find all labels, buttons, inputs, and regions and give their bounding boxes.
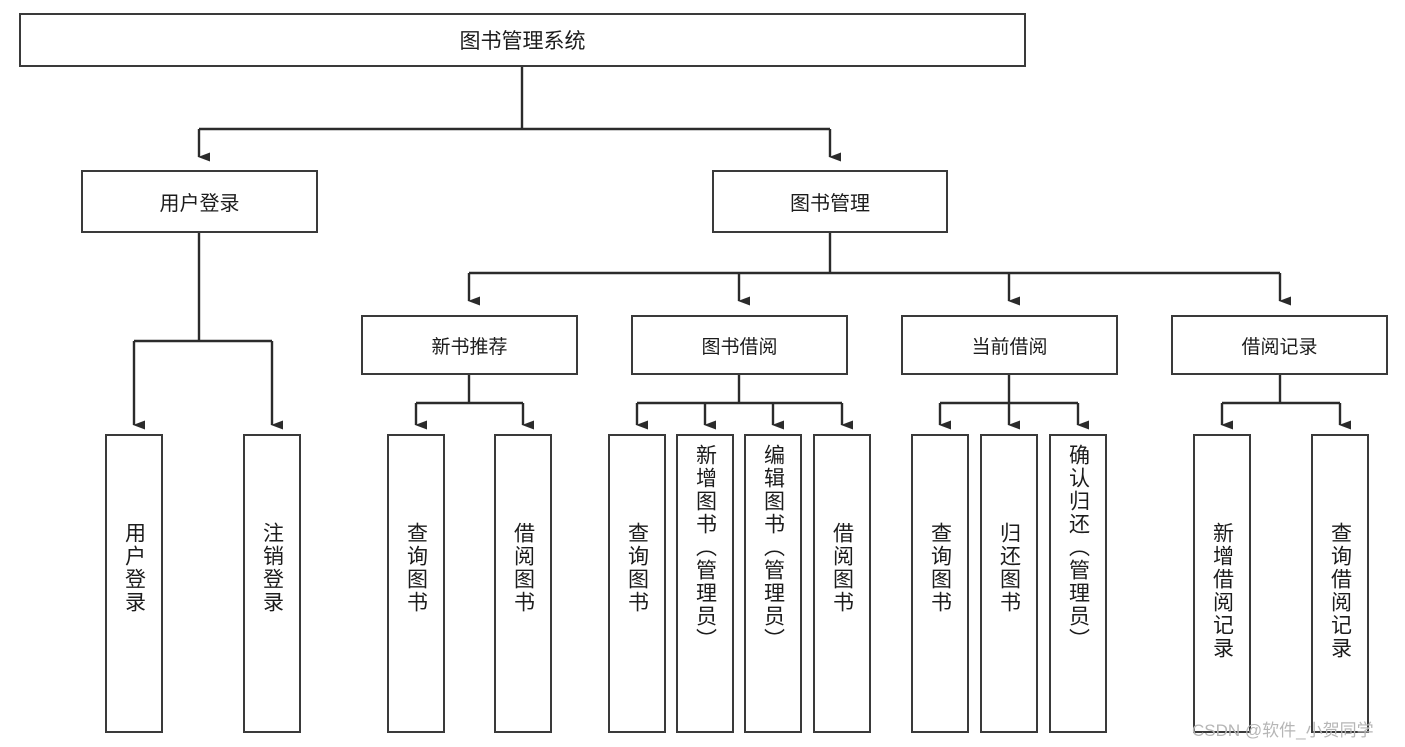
leaf-user-login-signout[interactable]: 注销登录 <box>243 434 301 733</box>
node-new-book-recommend[interactable]: 新书推荐 <box>361 315 578 375</box>
leaf-label: 注销登录 <box>260 522 284 614</box>
node-label: 新书推荐 <box>431 336 508 358</box>
leaf-record-query-record[interactable]: 查询借阅记录 <box>1311 434 1369 733</box>
leaf-current-confirm-return-admin[interactable]: 确认归还（管理员） <box>1049 434 1107 733</box>
leaf-current-return-book[interactable]: 归还图书 <box>980 434 1038 733</box>
node-label: 图书借阅 <box>701 336 778 358</box>
leaf-label: 新增图书（管理员） <box>693 444 717 651</box>
node-label: 图书管理 <box>790 193 870 215</box>
node-root-system[interactable]: 图书管理系统 <box>19 13 1026 67</box>
leaf-label: 查询借阅记录 <box>1328 522 1352 660</box>
node-label: 当前借阅 <box>971 336 1048 358</box>
leaf-borrow-edit-book-admin[interactable]: 编辑图书（管理员） <box>744 434 802 733</box>
csdn-watermark: CSDN @软件_小贺同学 <box>1192 721 1374 740</box>
node-label: 借阅记录 <box>1241 336 1318 358</box>
node-borrow-record[interactable]: 借阅记录 <box>1171 315 1388 375</box>
node-label: 用户登录 <box>159 193 240 215</box>
node-book-borrow[interactable]: 图书借阅 <box>631 315 848 375</box>
leaf-current-query-book[interactable]: 查询图书 <box>911 434 969 733</box>
node-user-login[interactable]: 用户登录 <box>81 170 318 233</box>
leaf-borrow-add-book-admin[interactable]: 新增图书（管理员） <box>676 434 734 733</box>
node-current-borrow[interactable]: 当前借阅 <box>901 315 1118 375</box>
node-label: 图书管理系统 <box>459 30 586 53</box>
leaf-label: 借阅图书 <box>830 522 854 614</box>
leaf-label: 查询图书 <box>625 522 649 614</box>
leaf-label: 借阅图书 <box>511 522 535 614</box>
leaf-borrow-query-book[interactable]: 查询图书 <box>608 434 666 733</box>
leaf-recommend-query-book[interactable]: 查询图书 <box>387 434 445 733</box>
leaf-recommend-borrow-book[interactable]: 借阅图书 <box>494 434 552 733</box>
leaf-label: 确认归还（管理员） <box>1066 444 1090 651</box>
leaf-record-add-record[interactable]: 新增借阅记录 <box>1193 434 1251 733</box>
leaf-label: 新增借阅记录 <box>1210 522 1234 660</box>
leaf-label: 编辑图书（管理员） <box>761 444 785 651</box>
leaf-borrow-borrow-book[interactable]: 借阅图书 <box>813 434 871 733</box>
node-book-management[interactable]: 图书管理 <box>712 170 948 233</box>
leaf-label: 查询图书 <box>404 522 428 614</box>
leaf-label: 查询图书 <box>928 522 952 614</box>
leaf-user-login-signin[interactable]: 用户登录 <box>105 434 163 733</box>
leaf-label: 用户登录 <box>122 522 146 614</box>
leaf-label: 归还图书 <box>997 522 1021 614</box>
